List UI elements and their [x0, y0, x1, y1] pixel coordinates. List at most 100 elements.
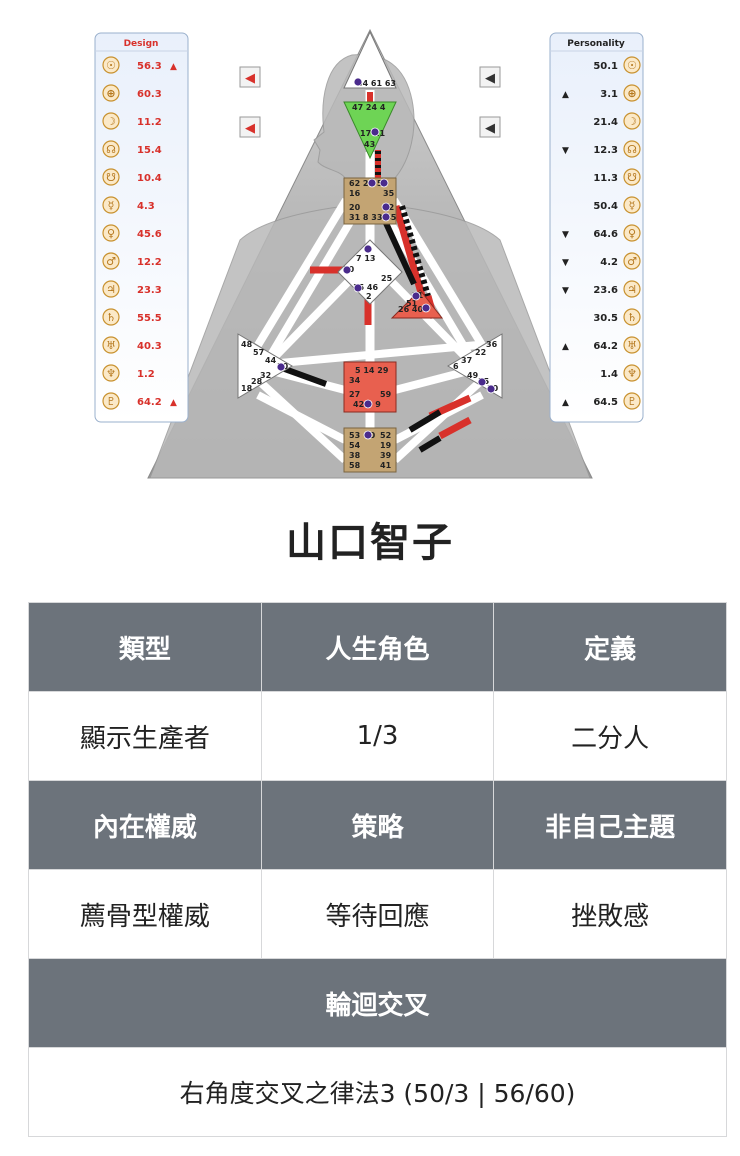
svg-text:◀: ◀: [245, 71, 255, 86]
neptune-icon: [102, 364, 120, 382]
saturn-icon: [102, 308, 120, 326]
saturn-symbol: ♄: [106, 311, 116, 324]
south-node-symbol: ☋: [106, 171, 116, 184]
svg-text:47 24 4: 47 24 4: [352, 103, 386, 112]
pluto-symbol: ♇: [106, 395, 116, 408]
fixing-mark: ▲: [562, 90, 569, 100]
header-definition: 定義: [493, 602, 727, 692]
mercury-icon: [102, 196, 120, 214]
header-not-self: 非自己主題: [493, 780, 727, 870]
planet-row: ☿50.4: [593, 196, 641, 214]
south-node-icon: [102, 168, 120, 186]
svg-text:37: 37: [461, 356, 472, 365]
planet-value: 64.2: [593, 341, 618, 352]
earth-icon: [623, 84, 641, 102]
north-node-icon: [623, 140, 641, 158]
planet-row: ☽ 21.4: [593, 112, 641, 130]
svg-text:38: 38: [349, 451, 361, 460]
value-not-self: 挫敗感: [493, 869, 727, 959]
svg-text:28: 28: [251, 377, 263, 386]
svg-text:54: 54: [349, 441, 361, 450]
solar-plexus-center: [447, 333, 503, 399]
planet-row: ⊕ 60.3: [102, 84, 162, 102]
table-value-row: 薦骨型權威 等待回應 挫敗感: [28, 869, 727, 959]
svg-text:35: 35: [383, 189, 395, 198]
svg-text:26 40: 26 40: [398, 305, 423, 314]
north-node-symbol: ☊: [627, 143, 637, 156]
planet-value: 30.5: [593, 313, 618, 324]
value-authority: 薦骨型權威: [28, 869, 262, 959]
svg-text:18: 18: [241, 384, 253, 393]
activated-gate-markers: [276, 77, 496, 440]
person-name: 山口智子: [286, 520, 454, 566]
planet-value: 12.2: [137, 257, 162, 268]
planet-row: ☽11.2: [102, 112, 162, 130]
svg-text:31 8 33 45: 31 8 33 45: [349, 213, 397, 222]
svg-text:49: 49: [467, 371, 479, 380]
uranus-symbol: ♅: [627, 339, 637, 352]
arrow-box-right-bottom: [479, 116, 501, 138]
north-node-icon: [102, 140, 120, 158]
svg-text:39: 39: [380, 451, 392, 460]
planet-row: ☊15.4: [102, 140, 162, 158]
svg-text:64 61 63: 64 61 63: [357, 79, 396, 88]
sun-icon: [102, 56, 120, 74]
planet-value: 50.4: [593, 201, 618, 212]
jupiter-icon: [102, 280, 120, 298]
personality-panel: Personality ☉50.1⊕▲3.1☽21.4☊▼12.3☋11.3☿5…: [549, 32, 644, 423]
fixing-mark: ▲: [562, 398, 569, 408]
svg-text:5 14 29: 5 14 29: [355, 366, 389, 375]
planet-row: ♇▲64.5: [562, 392, 641, 410]
planet-value: 21.4: [593, 117, 618, 128]
header-incarnation-cross: 輪迴交叉: [28, 958, 727, 1048]
neptune-icon: [623, 364, 641, 382]
jupiter-symbol: ♃: [106, 283, 116, 296]
value-definition: 二分人: [493, 691, 727, 781]
head-center: [343, 30, 397, 89]
spleen-center: [237, 333, 293, 399]
moon-symbol: ☽: [627, 115, 637, 128]
planet-row: ♃▼23.6: [562, 280, 641, 298]
table-header-row: 輪迴交叉: [28, 958, 727, 1048]
svg-text:19: 19: [380, 441, 392, 450]
planet-value: 4.2: [600, 257, 618, 268]
venus-symbol: ♀: [107, 227, 115, 240]
planet-row: ♃23.3: [102, 280, 162, 298]
planet-row: ♆1.4: [600, 364, 641, 382]
fixing-mark: ▼: [562, 230, 569, 240]
sun-icon: [623, 56, 641, 74]
header-type: 類型: [28, 602, 262, 692]
fixing-mark: ▼: [562, 286, 569, 296]
svg-text:◀: ◀: [245, 121, 255, 136]
planet-value: 64.6: [593, 229, 618, 240]
svg-text:15 46: 15 46: [353, 283, 378, 292]
fixing-mark: ▼: [562, 258, 569, 268]
arrow-box-right-top: [479, 66, 501, 88]
neptune-symbol: ♆: [106, 367, 116, 380]
planet-row: ☿4.3: [102, 196, 155, 214]
fixing-mark: ▲: [170, 62, 177, 72]
svg-text:52: 52: [380, 431, 391, 440]
heart-center: [390, 289, 444, 319]
earth-symbol: ⊕: [106, 87, 115, 100]
mars-icon: [623, 252, 641, 270]
planet-row: ♂ ▼ 4.2: [562, 252, 641, 270]
jupiter-symbol: ♃: [627, 283, 637, 296]
mars-symbol: ♂: [627, 255, 637, 268]
value-incarnation-cross: 右角度交叉之律法3 (50/3 | 56/60): [28, 1047, 727, 1137]
svg-text:27: 27: [349, 390, 360, 399]
planet-row: ☋10.4: [102, 168, 162, 186]
ajna-center: [343, 101, 397, 160]
planet-row: ♀▼64.6: [562, 224, 641, 242]
value-profile: 1/3: [260, 691, 495, 781]
table-value-row: 右角度交叉之律法3 (50/3 | 56/60): [28, 1047, 727, 1137]
svg-text:44: 44: [265, 356, 277, 365]
pluto-icon: [102, 392, 120, 410]
pluto-icon: [623, 392, 641, 410]
pluto-symbol: ♇: [627, 395, 637, 408]
table-header-row: 內在權威 策略 非自己主題: [28, 780, 727, 870]
planet-value: 60.3: [137, 89, 162, 100]
svg-text:51: 51: [406, 299, 418, 308]
earth-symbol: ⊕: [627, 87, 636, 100]
svg-text:◀: ◀: [485, 121, 495, 136]
